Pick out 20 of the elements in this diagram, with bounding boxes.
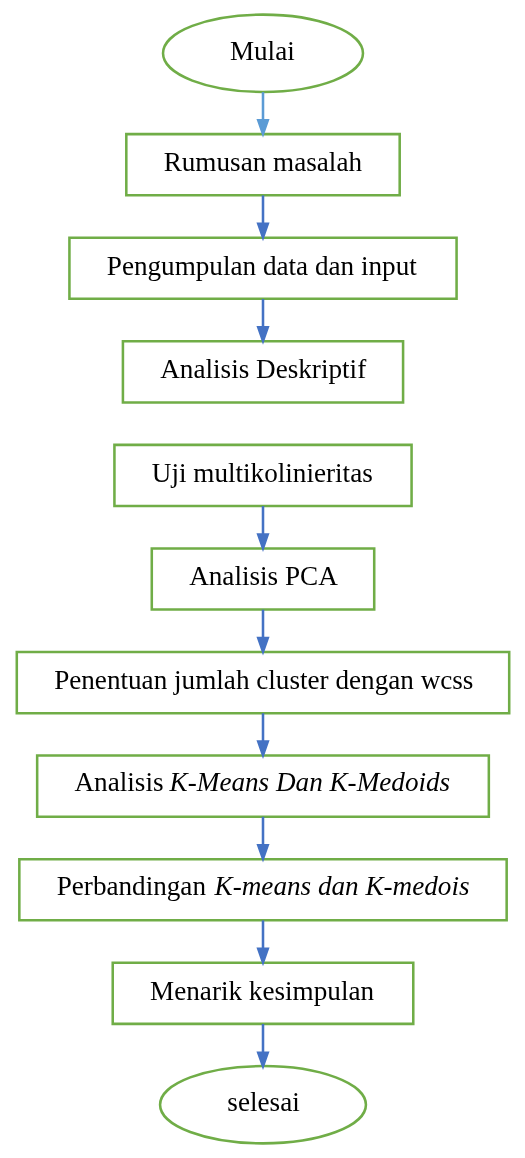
arrow: [255, 506, 270, 552]
node-ellipse: selesai: [158, 1064, 367, 1145]
node-box: Analisis K-Means Dan K-Medoids: [35, 754, 490, 818]
arrow: [255, 1023, 270, 1071]
node-box: Analisis PCA: [150, 547, 375, 611]
arrow: [255, 713, 270, 760]
arrow: [255, 195, 270, 242]
arrow: [255, 92, 270, 138]
arrow: [255, 609, 270, 656]
node-ellipse: Mulai: [161, 13, 364, 94]
arrow: [255, 816, 270, 863]
node-box: Rumusan masalah: [124, 132, 401, 197]
node-box: Penentuan jumlah cluster dengan wcss: [15, 650, 510, 715]
node-box: Perbandingan K-means dan K-medois: [17, 857, 508, 922]
node-box: Analisis Deskriptif: [121, 340, 404, 404]
node-box: Uji multikolinieritas: [112, 443, 413, 508]
node-box: Menarik kesimpulan: [110, 961, 415, 1026]
arrow: [255, 920, 270, 967]
arrow: [255, 298, 270, 345]
node-box: Pengumpulan data dan input: [67, 236, 458, 301]
